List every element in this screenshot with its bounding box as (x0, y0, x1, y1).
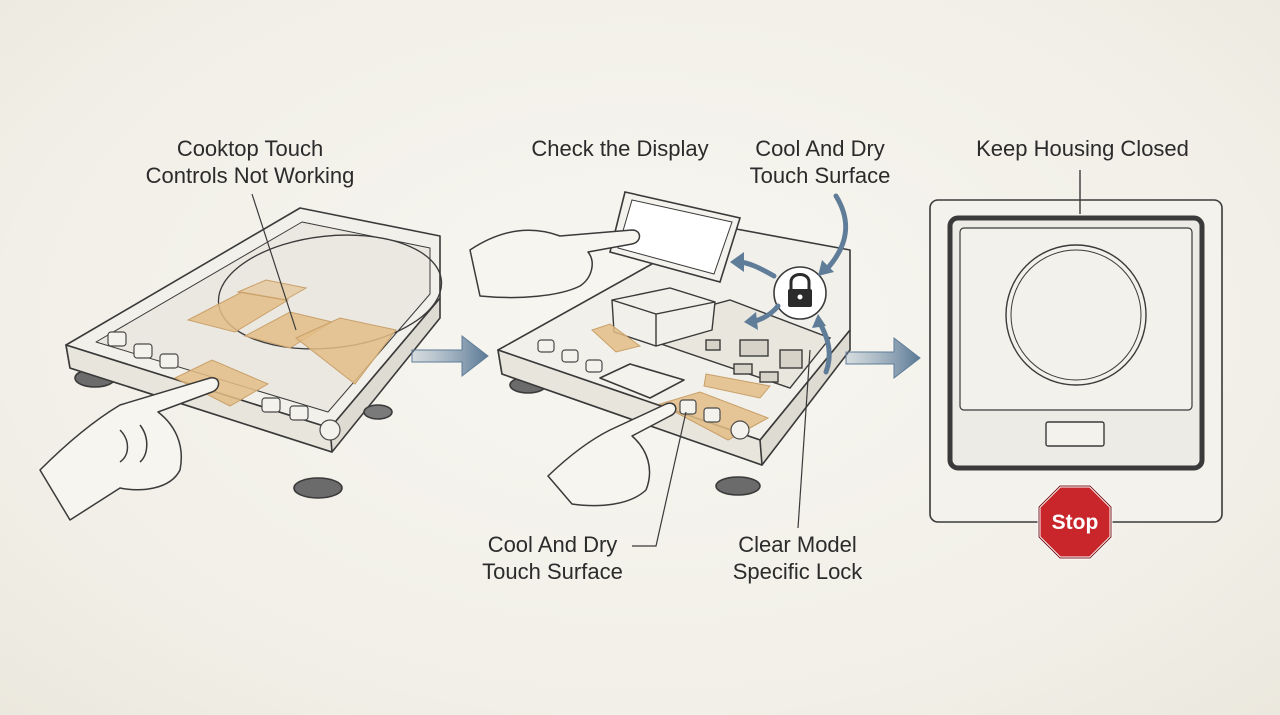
display-panel (609, 191, 742, 283)
clear-lock-line1: Clear Model (738, 532, 857, 557)
cool-dry-bottom-line1: Cool And Dry (487, 532, 618, 557)
check-display-label: Check the Display (531, 136, 709, 161)
arrow-heads-middle (730, 252, 834, 330)
hand-left (39, 377, 220, 521)
cool-dry-top-label: Cool And Dry Touch Surface (735, 135, 905, 189)
circuit-board (611, 287, 832, 389)
arrow-1 (411, 334, 489, 378)
stop-sign: Stop (1037, 484, 1113, 560)
panel1-title-line1: Cooktop Touch (176, 136, 324, 161)
panel1-title: Cooktop Touch Controls Not Working (120, 135, 380, 189)
control-buttons-left (107, 331, 341, 441)
touch-zone-highlights-left (173, 279, 397, 407)
leader-lines (251, 193, 811, 547)
stop-sign-text: Stop (1052, 511, 1099, 534)
keep-housing-closed-label: Keep Housing Closed (976, 136, 1189, 161)
lock-icon (773, 266, 827, 320)
closed-cooktop (929, 170, 1223, 523)
hand-middle-top (469, 229, 641, 299)
hand-middle-bottom (547, 402, 677, 507)
arrow-2 (845, 336, 921, 380)
panel1-title-line2: Controls Not Working (145, 163, 355, 188)
control-buttons-middle (537, 339, 750, 440)
clear-lock-label: Clear Model Specific Lock (720, 531, 875, 585)
cool-dry-bottom-label: Cool And Dry Touch Surface (470, 531, 635, 585)
cool-dry-bottom-line2: Touch Surface (482, 559, 623, 584)
clear-lock-line2: Specific Lock (732, 559, 863, 584)
cool-dry-top-line1: Cool And Dry (755, 136, 885, 161)
cool-dry-top-line2: Touch Surface (749, 163, 891, 188)
